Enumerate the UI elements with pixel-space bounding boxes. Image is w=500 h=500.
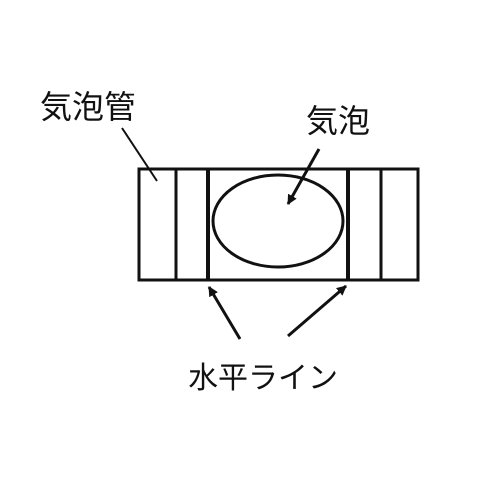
horizontal-line-arrow-right: [287, 284, 347, 338]
bubble-label: 気泡: [306, 102, 370, 140]
vial-body: [137, 167, 420, 282]
vial-leader-line: [121, 127, 158, 182]
horizontal-line-label: 水平ライン: [188, 361, 338, 396]
vial-label: 気泡管: [40, 88, 136, 126]
horizontal-line-arrow-left: [207, 286, 242, 340]
bubble-arrow: [286, 148, 321, 205]
bubble: [211, 173, 345, 269]
